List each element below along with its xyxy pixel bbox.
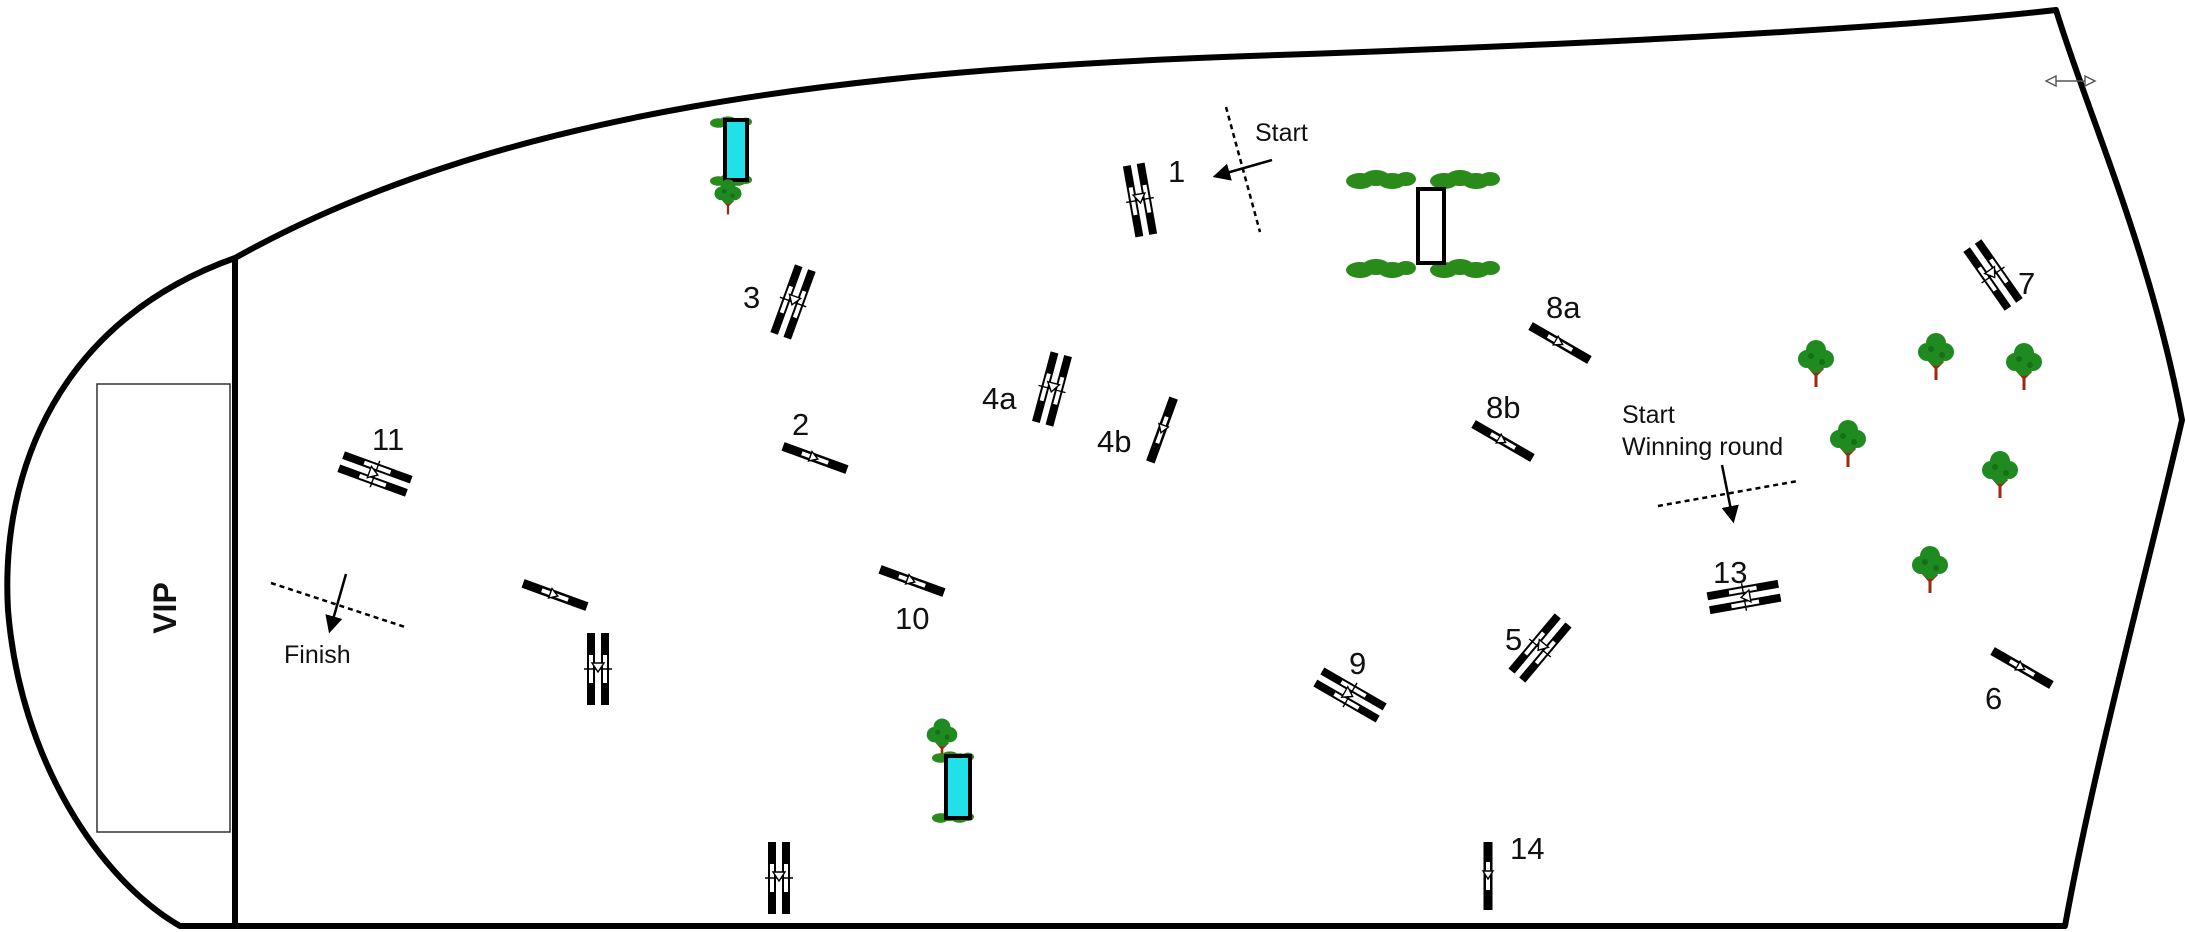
arena-outline xyxy=(4,7,2185,929)
fence-12b xyxy=(583,632,613,706)
fence-5-number: 5 xyxy=(1505,622,1522,657)
fence-9: 9 xyxy=(1311,646,1389,726)
tree-icon xyxy=(1828,418,1868,469)
fence-2-number: 2 xyxy=(792,407,809,442)
fence-4a-number: 4a xyxy=(982,381,1017,416)
winning-round-start-line: Start Winning round xyxy=(1622,401,1799,524)
start-line: Start xyxy=(1212,106,1308,233)
fence-7: 7 xyxy=(1960,236,2035,314)
fence-8a: 8a xyxy=(1527,290,1593,366)
double-arrow-icon xyxy=(2044,74,2097,88)
fence-5: 5 xyxy=(1505,610,1575,686)
fence-1: 1 xyxy=(1119,154,1185,239)
vip-label: VIP xyxy=(147,582,183,634)
fence-10: 10 xyxy=(877,563,947,636)
fence-8a-number: 8a xyxy=(1546,290,1581,325)
trees-group xyxy=(1796,331,2044,595)
fence-4b: 4b xyxy=(1097,395,1180,465)
fence-6-number: 6 xyxy=(1985,681,2002,716)
fence-15 xyxy=(764,841,794,915)
vip-area: VIP xyxy=(96,383,231,833)
fence-14: 14 xyxy=(1482,831,1544,911)
fence-9-number: 9 xyxy=(1349,646,1366,681)
fence-8b-number: 8b xyxy=(1486,390,1520,425)
fence-13: 13 xyxy=(1705,555,1783,618)
tree-icon xyxy=(2004,341,2044,392)
fence-10-number: 10 xyxy=(895,601,929,636)
tree-icon xyxy=(1980,449,2020,500)
fence-11-number: 11 xyxy=(372,422,404,457)
start-label: Start xyxy=(1255,119,1308,147)
tree-icon xyxy=(1796,338,1836,389)
finish-line: Finish xyxy=(270,573,406,669)
water-jump-top xyxy=(710,116,752,216)
tree-icon xyxy=(1916,331,1956,382)
fence-1-number: 1 xyxy=(1168,154,1185,189)
tree-icon xyxy=(1910,544,1950,595)
fence-7-number: 7 xyxy=(2018,266,2035,301)
fence-3: 3 xyxy=(743,262,820,342)
fence-2: 2 xyxy=(780,407,850,476)
fence-8b: 8b xyxy=(1470,390,1536,464)
finish-label: Finish xyxy=(284,641,351,669)
fence-3-number: 3 xyxy=(743,280,760,315)
hedge-gate-structure xyxy=(1346,170,1500,278)
fence-13-number: 13 xyxy=(1713,555,1747,590)
fence-12a xyxy=(520,577,590,613)
fence-4b-number: 4b xyxy=(1097,424,1131,459)
fence-6: 6 xyxy=(1985,645,2055,716)
fence-4a: 4a xyxy=(982,349,1076,429)
fence-14-number: 14 xyxy=(1510,831,1544,866)
water-jump-bottom xyxy=(925,717,974,823)
fence-11: 11 xyxy=(335,422,415,501)
winning-round-label-line1: Start xyxy=(1622,401,1675,429)
winning-round-label-line2: Winning round xyxy=(1622,433,1783,461)
